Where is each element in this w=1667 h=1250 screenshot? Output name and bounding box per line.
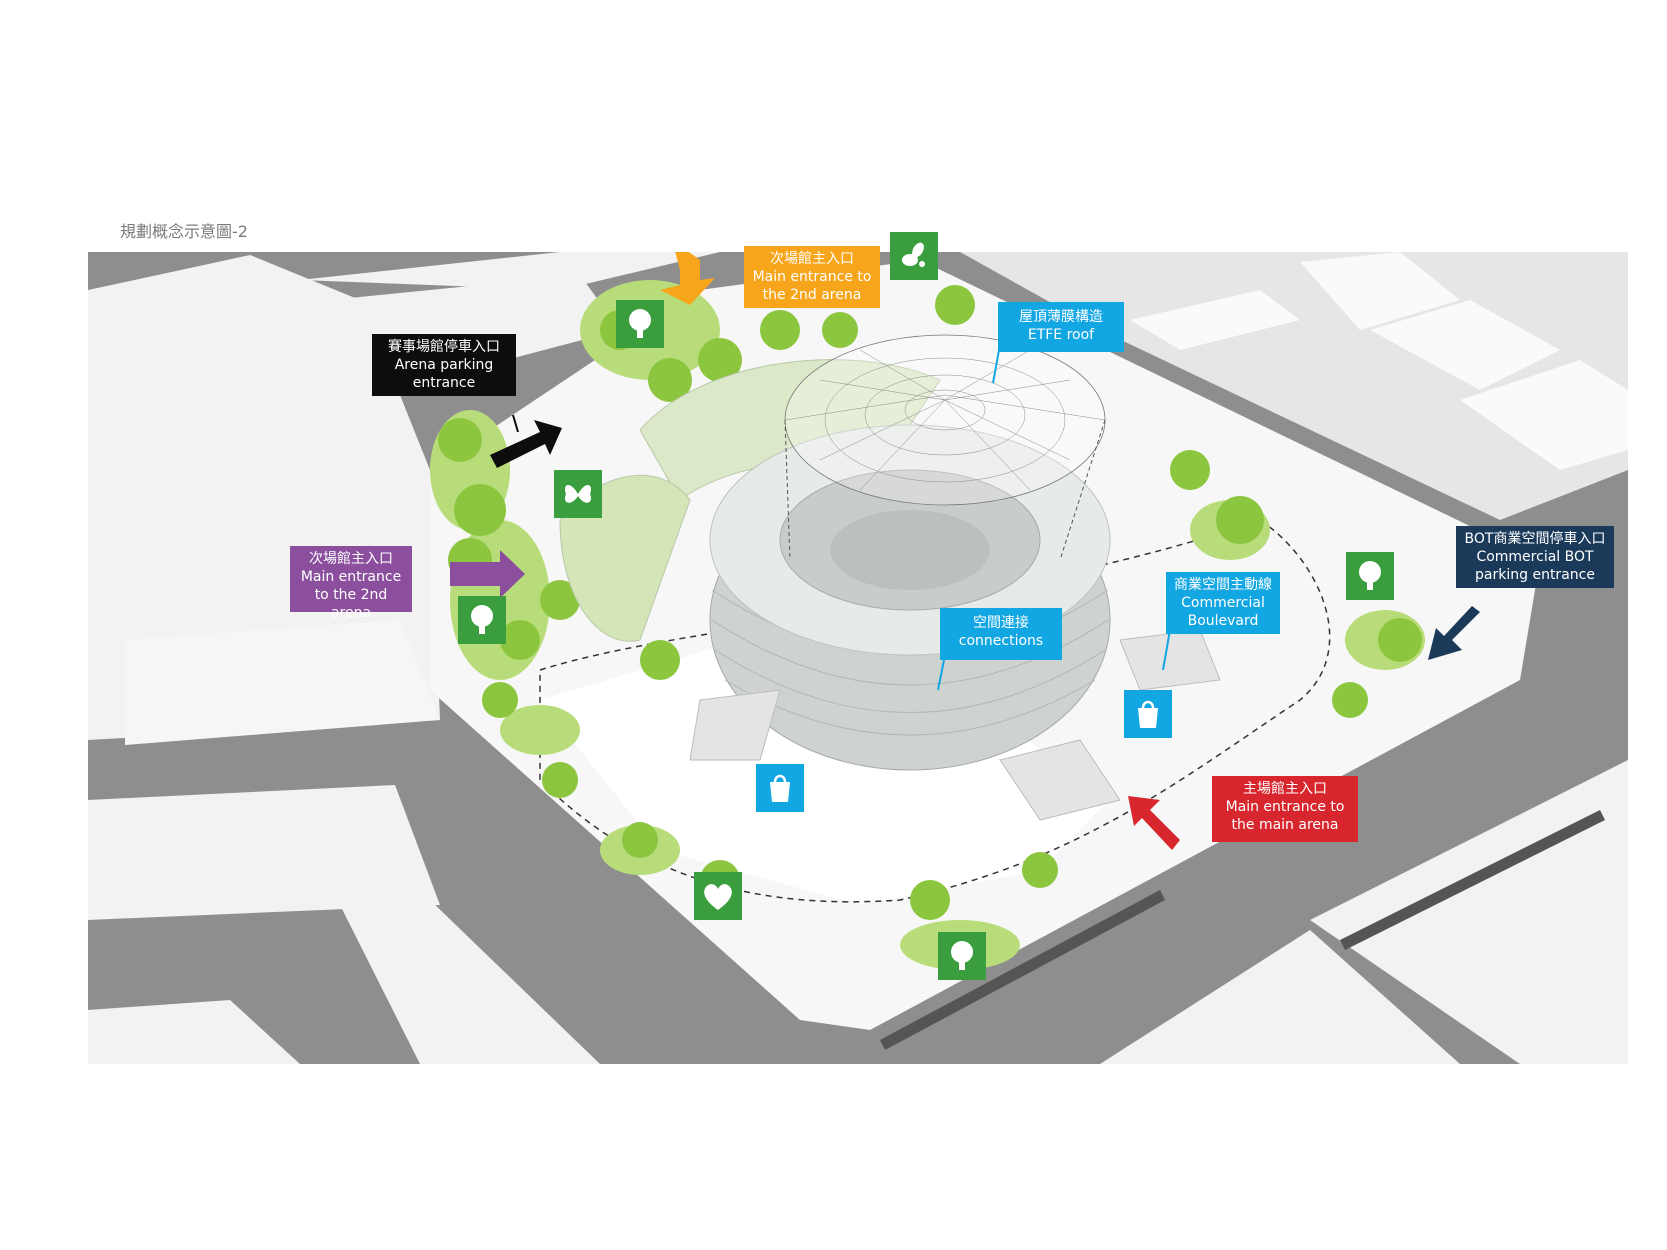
label-zh: 次場館主入口 xyxy=(309,551,393,567)
red-entrance-arrow xyxy=(1128,796,1180,850)
shopping-bag-icon xyxy=(756,764,804,812)
heart-icon xyxy=(694,872,742,920)
tree-icon xyxy=(458,596,506,644)
city-block xyxy=(88,1000,300,1064)
label-zh: 商業空間主動線 xyxy=(1174,577,1272,593)
butterfly-icon xyxy=(554,470,602,518)
label-2nd-arena-entrance-north: 次場館主入口 Main entrance to the 2nd arena xyxy=(744,246,880,308)
etfe-roof-wireframe xyxy=(784,334,1106,506)
label-en: entrance xyxy=(412,375,476,391)
label-en: connections xyxy=(958,633,1044,649)
tree-icon xyxy=(616,300,664,348)
tree-clusters xyxy=(438,285,1422,920)
label-etfe-roof: 屋頂薄膜構造 ETFE roof xyxy=(998,302,1124,352)
label-en: Boulevard xyxy=(1187,613,1259,629)
label-en: Arena parking xyxy=(394,357,494,373)
plaza-area xyxy=(540,640,1110,905)
label-en: Main entrance xyxy=(300,569,402,585)
black-parking-arrow xyxy=(490,420,562,468)
label-zh: BOT商業空間停車入口 xyxy=(1464,531,1606,547)
shopping-bag-icon xyxy=(1124,690,1172,738)
diagram-title: 規劃概念示意圖-2 xyxy=(120,222,248,241)
label-main-arena-entrance: 主場館主入口 Main entrance to the main arena xyxy=(1212,776,1358,842)
etfe-roof-lines xyxy=(784,349,1106,491)
label-connections: 空間連接 connections xyxy=(940,608,1062,660)
purple-entrance-arrow xyxy=(450,550,525,598)
entrance-stairs xyxy=(689,689,781,761)
label-en: the 2nd arena xyxy=(762,287,862,303)
building-block xyxy=(1130,290,1300,350)
label-zh: 賽事場館停車入口 xyxy=(388,339,500,355)
label-zh: 空間連接 xyxy=(973,615,1029,631)
navy-parking-arrow xyxy=(1428,606,1480,660)
label-zh: 主場館主入口 xyxy=(1243,781,1327,797)
city-block xyxy=(88,785,440,920)
label-en: Main entrance to xyxy=(1225,799,1345,815)
label-en: the main arena xyxy=(1231,817,1339,833)
label-en: to the 2nd arena xyxy=(314,587,388,621)
tree-icon xyxy=(1346,552,1394,600)
tree-icon xyxy=(938,932,986,980)
city-block xyxy=(340,900,600,1064)
building-block xyxy=(1300,252,1460,330)
city-block xyxy=(88,255,440,740)
road-slot xyxy=(880,890,1165,1050)
label-en: ETFE roof xyxy=(1027,327,1095,343)
bee-icon xyxy=(890,232,938,280)
label-zh: 屋頂薄膜構造 xyxy=(1019,309,1103,325)
arena-field xyxy=(830,510,990,590)
city-block xyxy=(300,252,720,290)
label-zh: 次場館主入口 xyxy=(770,251,854,267)
label-arena-parking-entrance: 賽事場館停車入口 Arena parking entrance xyxy=(372,334,516,396)
green-patch xyxy=(500,705,580,755)
city-block xyxy=(1100,930,1460,1064)
building-block xyxy=(1460,360,1628,470)
label-en: Commercial xyxy=(1181,595,1265,611)
entrance-stairs xyxy=(999,739,1121,821)
label-bot-parking-entrance: BOT商業空間停車入口 Commercial BOT parking entra… xyxy=(1456,526,1614,588)
label-commercial-boulevard: 商業空間主動線 Commercial Boulevard xyxy=(1166,572,1280,634)
city-block xyxy=(125,620,440,745)
label-en: Main entrance to xyxy=(752,269,872,285)
label-en: Commercial BOT xyxy=(1476,549,1594,565)
road-slot xyxy=(1340,810,1605,950)
label-2nd-arena-entrance-west: 次場館主入口 Main entrance to the 2nd arena xyxy=(290,546,412,621)
label-en: parking entrance xyxy=(1475,567,1595,583)
building-block xyxy=(1370,300,1560,390)
orange-entrance-arrow xyxy=(660,252,715,305)
